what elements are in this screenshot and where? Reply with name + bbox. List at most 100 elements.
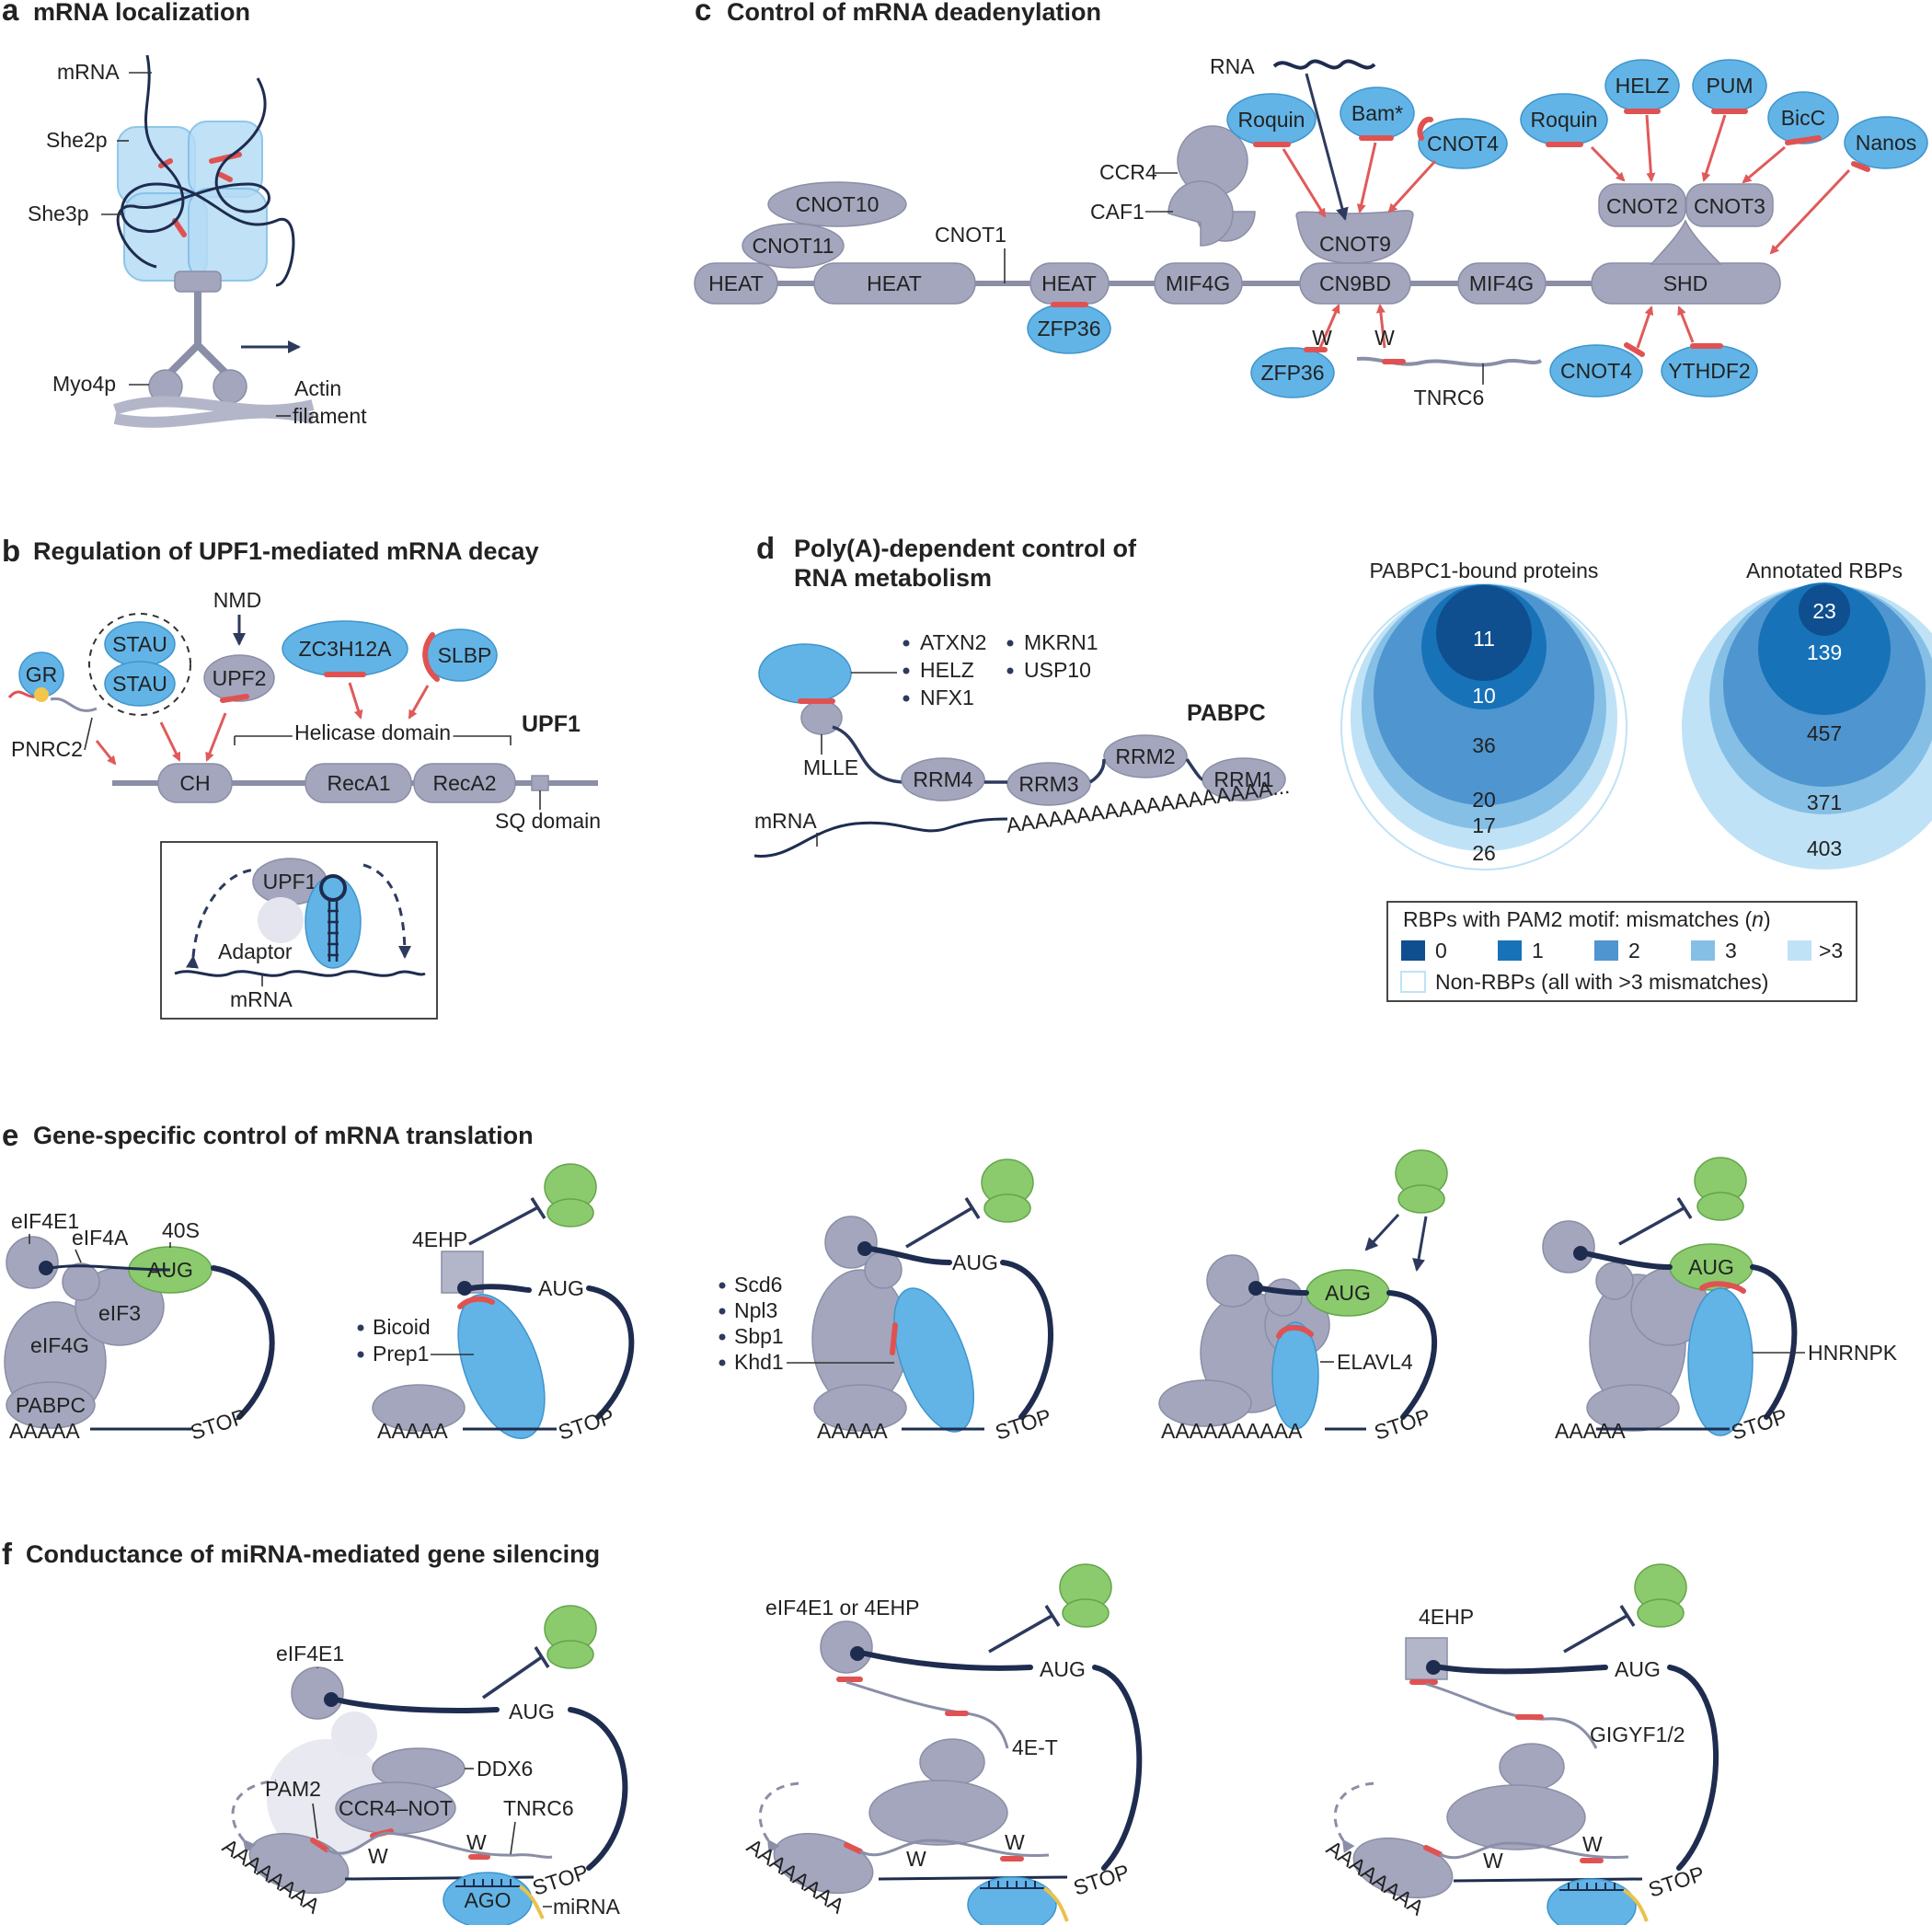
mif4g-label: MIF4G [1469,271,1534,295]
inhibition-bar [988,1605,1061,1654]
eif4e1-protein [291,1666,344,1720]
rrm3-label: RRM3 [1018,772,1078,796]
aug-label: AUG [147,1258,193,1282]
stau-label: STAU [112,632,167,656]
panel-c: c Control of mRNA deadenylation CNOT10 C… [694,0,1928,409]
cnot4-protein [1549,344,1643,398]
mif4g-domain [1457,262,1547,305]
venn1-value: 26 [1472,841,1496,865]
gr-label: GR [26,663,58,686]
pabpc-protein [372,1384,466,1432]
ago-protein [967,1876,1057,1925]
aaaaa-label: AAAAA [817,1419,888,1443]
cnot2-label: CNOT2 [1606,194,1678,218]
scd6-label: Scd6 [734,1273,782,1297]
4ehp-label: 4EHP [1419,1605,1474,1629]
cnot4-protein [1418,118,1508,169]
cnot4-label: CNOT4 [1427,132,1499,156]
rrm4-domain [901,757,985,801]
panel-c-letter: c [695,0,711,27]
panel-f-title: Conductance of miRNA-mediated gene silen… [26,1540,600,1568]
legend-swatch [1691,940,1715,961]
heat-label: HEAT [1041,271,1097,295]
ccr4not-label: CCR4–NOT [339,1796,453,1820]
panel-a: a mRNA localization mRNA She2p She3p Myo… [2,0,367,428]
sq-domain-label: SQ domain [495,809,601,833]
inset-mrna [174,970,426,977]
nanos-protein [1844,116,1928,169]
ch-label: CH [179,771,210,795]
slbp-label: SLBP [438,643,492,667]
upf2-protein [203,654,275,702]
legend-swatch-nonrbp [1400,971,1426,993]
e-schematic-3: AUG Scd6 Npl3 Sbp1 Khd1 AAAAA STOP [719,1158,1054,1445]
mrna-loop [211,1265,275,1420]
stop-label: STOP [993,1404,1054,1445]
cnot11-protein [742,223,845,269]
bicc-label: BicC [1781,106,1826,130]
venn2-title: Annotated RBPs [1746,559,1903,582]
f-schematic-1: eIF4E1 AUG DDX6 PAM2 CCR4–NOT TNRC6 W W … [218,1605,628,1925]
4et-label: 4E-T [1012,1735,1058,1759]
actin-label: Actin [294,376,341,400]
cnot11-label: CNOT11 [752,234,834,258]
roquin-label: Roquin [1531,108,1598,132]
ddx6-label: DDX6 [477,1757,533,1781]
myo4p-motor [213,369,247,404]
helz-label: HELZ [1616,74,1670,98]
shd-label: SHD [1663,271,1708,295]
40s-label: 40S [162,1218,200,1242]
rrm2-domain [1103,734,1188,778]
prep1-label: Prep1 [373,1342,429,1366]
w-label: W [368,1844,388,1868]
myo4p-head [174,271,222,293]
4ehp-label: 4EHP [412,1228,467,1251]
aug-label: AUG [1688,1255,1734,1279]
pum-label: PUM [1706,74,1753,98]
actin-filament [113,396,315,428]
panel-e-title: Gene-specific control of mRNA translatio… [33,1122,534,1149]
panel-a-title: mRNA localization [33,0,250,26]
mismatch-legend [1386,901,1857,1002]
bullet-item: HELZ [920,658,974,682]
inhibition-bar [1618,1197,1693,1246]
bicc-protein [1767,91,1839,144]
ago-label: AGO [464,1888,511,1912]
mrna-strand [116,77,270,269]
legend-swatch [1788,940,1811,961]
cn9bd-label: CN9BD [1319,271,1391,295]
bicoid-protein [457,1293,546,1440]
venn2-value: 403 [1807,836,1842,860]
ythdf2-label: YTHDF2 [1668,359,1750,383]
cnot3-protein [1685,183,1774,227]
roquin-label: Roquin [1238,108,1305,132]
aaaaa-label: AAAAA [377,1419,448,1443]
inhibition-bar [905,1197,981,1249]
scd6-protein [893,1287,974,1433]
ch-domain [157,763,233,803]
w-label: W [1312,326,1332,350]
ribosome-small [1637,1598,1685,1628]
panel-d: d Poly(A)-dependent control of RNA metab… [753,531,1932,1002]
nmd-label: NMD [213,588,261,612]
stop-label: STOP [188,1404,249,1445]
heat-label: HEAT [708,271,764,295]
eif4e1-label: eIF4E1 [276,1642,344,1666]
upf2-label: UPF2 [213,666,267,690]
rrm2-label: RRM2 [1115,744,1175,768]
cnot3-label: CNOT3 [1694,194,1765,218]
aug-label: AUG [952,1251,998,1274]
legend-label: 2 [1628,939,1640,962]
venn1-value: 36 [1472,733,1496,757]
mirna-strand [518,1885,545,1919]
filament-label: filament [293,404,367,428]
rna-label: RNA [1210,54,1255,78]
legend-title: RBPs with PAM2 motif: mismatches (n) [1403,907,1771,931]
zfp36-protein [1250,347,1335,398]
legend-swatch [1594,940,1618,961]
pnrc2-label: PNRC2 [11,737,83,761]
w-label: W [906,1847,926,1871]
she3p-subunit [188,188,268,282]
reca1-label: RecA1 [327,771,390,795]
